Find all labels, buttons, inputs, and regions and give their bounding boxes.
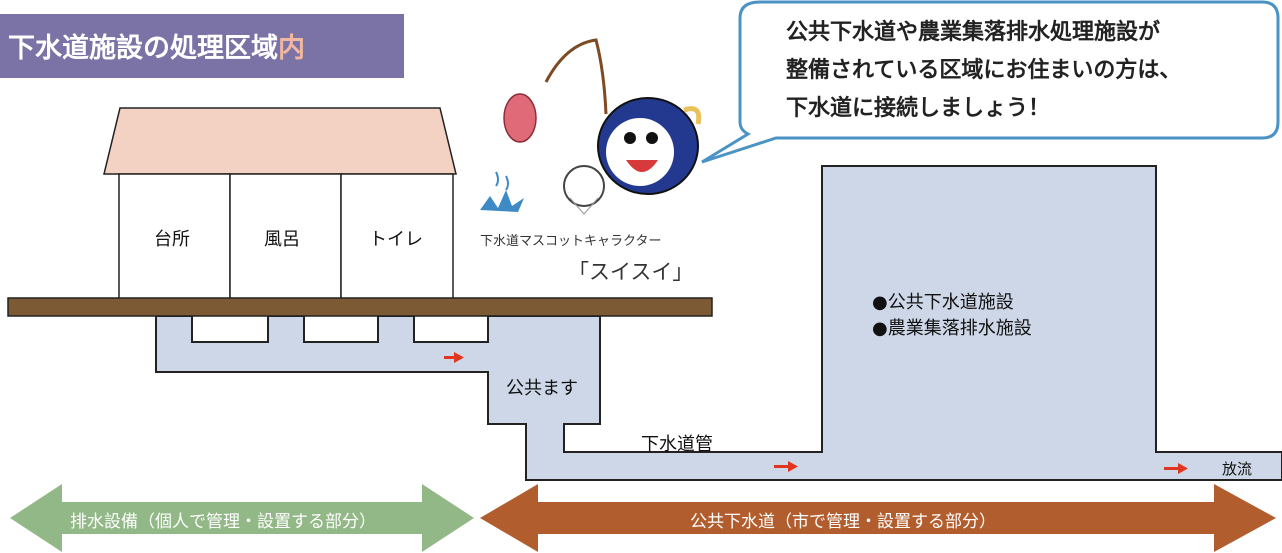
house (103, 107, 457, 301)
mascot-illustration (480, 38, 702, 215)
page-title: 下水道施設の処理区域内 (8, 26, 305, 65)
public-section-arrow (480, 484, 1276, 552)
flow-arrow-1 (444, 352, 464, 363)
caught-fish (503, 93, 537, 143)
public-basin-label: 公共ます (506, 378, 578, 399)
fishing-rod (544, 38, 608, 115)
landing-net (563, 165, 605, 207)
private-section-label: 排水設備（個人で管理・設置する部分） (70, 512, 376, 532)
speech-bubble-line: 下水道に接続しましょう！ (786, 96, 1051, 121)
flow-arrows (444, 352, 1188, 474)
page-title-accent: 内 (278, 33, 305, 64)
speech-bubble (701, 0, 1280, 164)
ground-line (7, 297, 713, 317)
flow-arrow-3 (1164, 463, 1188, 474)
speech-bubble-line: 公共下水道や農業集落排水処理施設が (786, 20, 1161, 45)
mascot-caption: 下水道マスコットキャラクター (480, 234, 662, 249)
room-label-bath: 風呂 (264, 229, 300, 250)
speech-bubble-text: 公共下水道や農業集落排水処理施設が 整備されている区域にお住まいの方は、 下水道… (786, 14, 1181, 128)
mascot-name: 「スイスイ」 (568, 260, 694, 284)
public-section-label: 公共下水道（市で管理・設置する部分） (690, 512, 996, 532)
house-room-toilet (340, 173, 454, 301)
facility-item-rural-drainage: ●農業集落排水施設 (872, 318, 1032, 339)
water-splash (480, 190, 524, 212)
sewer-pipe-label: 下水道管 (641, 434, 713, 455)
facility-item-public-sewer: ●公共下水道施設 (872, 292, 1014, 313)
room-label-kitchen: 台所 (154, 229, 190, 250)
title-band (0, 14, 404, 78)
house-room-kitchen (118, 173, 231, 301)
private-section-arrow (10, 484, 474, 552)
page-title-main: 下水道施設の処理区域 (8, 33, 278, 64)
discharge-label: 放流 (1222, 460, 1253, 478)
house-roof (103, 107, 457, 175)
room-label-toilet: トイレ (369, 229, 423, 250)
flow-arrow-2 (774, 461, 798, 472)
speech-bubble-line: 整備されている区域にお住まいの方は、 (786, 58, 1182, 83)
